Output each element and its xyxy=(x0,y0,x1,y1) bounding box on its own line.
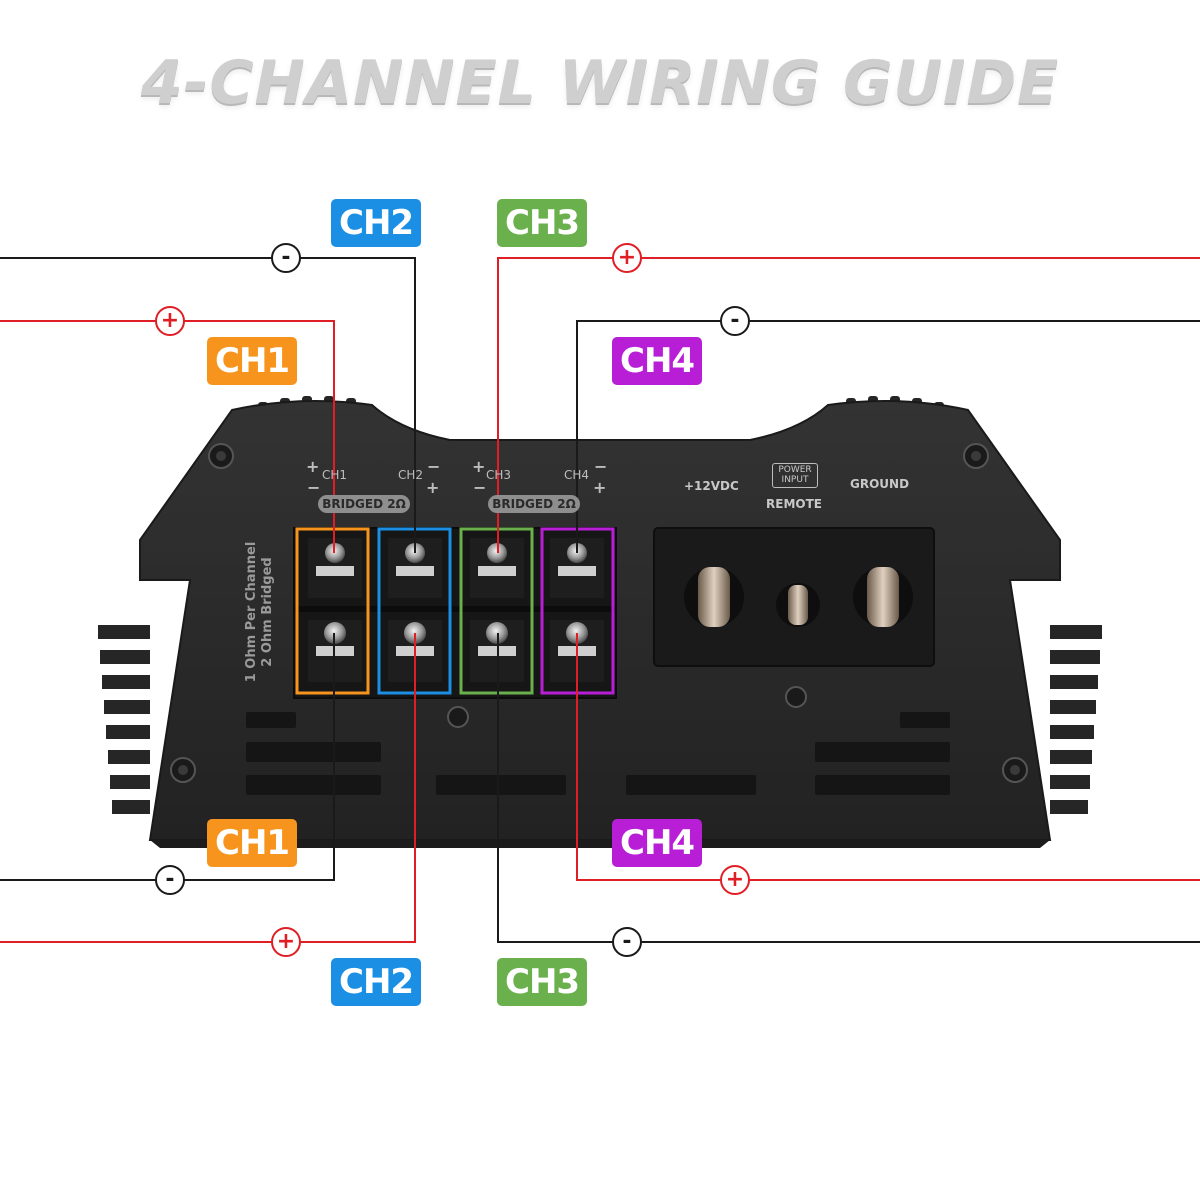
marker-ch1-positive: + xyxy=(155,306,185,336)
marker-ch2-negative: - xyxy=(271,243,301,273)
marker-ch4-positive: + xyxy=(720,865,750,895)
wire-ch3-positive xyxy=(497,257,1200,553)
page-title: 4-CHANNEL WIRING GUIDE xyxy=(140,48,1060,118)
ch1-terminal-highlight xyxy=(295,527,370,695)
impedance-note-line2: 2 Ohm Bridged xyxy=(260,557,275,667)
svg-text:−: − xyxy=(473,478,486,497)
wire-ch2-positive xyxy=(0,633,416,943)
badge-bottom-ch3: CH3 xyxy=(497,958,588,1006)
svg-text:−: − xyxy=(427,457,440,476)
svg-text:+: + xyxy=(472,457,485,476)
vent-slots xyxy=(246,712,950,795)
bridged-label-left: BRIDGED 2Ω xyxy=(318,495,410,513)
badge-bottom-ch1: CH1 xyxy=(207,819,298,867)
svg-text:+: + xyxy=(426,478,439,497)
terminal-label-ch3: CH3 xyxy=(486,468,512,482)
terminal-label-ch1: CH1 xyxy=(322,468,348,482)
badge-top-ch1: CH1 xyxy=(207,337,298,385)
wires xyxy=(0,257,1200,943)
ch3-terminal-highlight xyxy=(459,527,534,695)
svg-text:−: − xyxy=(594,457,607,476)
wire-ch4-negative xyxy=(576,320,1200,553)
badge-bottom-ch2: CH2 xyxy=(331,958,422,1006)
corner-screws xyxy=(170,443,1028,783)
power-input-label: POWER INPUT xyxy=(772,463,818,488)
svg-text:+: + xyxy=(593,478,606,497)
power-label-12vdc: +12VDC xyxy=(684,479,739,493)
marker-ch3-negative: - xyxy=(612,927,642,957)
marker-ch3-positive: + xyxy=(612,243,642,273)
power-terminal-block xyxy=(653,527,935,667)
bridged-label-right: BRIDGED 2Ω xyxy=(488,495,580,513)
marker-ch1-negative: - xyxy=(155,865,185,895)
marker-ch4-negative: - xyxy=(720,306,750,336)
svg-text:−: − xyxy=(307,478,320,497)
svg-text:+: + xyxy=(306,457,319,476)
heatsink-fins-left xyxy=(98,625,150,814)
marker-ch2-positive: + xyxy=(271,927,301,957)
impedance-note-line1: 1 Ohm Per Channel xyxy=(244,541,259,683)
terminal-label-ch2: CH2 xyxy=(398,468,424,482)
terminal-label-ch4: CH4 xyxy=(564,468,590,482)
wire-ch1-positive xyxy=(0,320,335,553)
wire-ch2-negative xyxy=(0,257,416,553)
badge-top-ch2: CH2 xyxy=(331,199,422,247)
terminal-polarity-marks: + − − + + − − + xyxy=(306,457,607,497)
badge-top-ch4: CH4 xyxy=(612,337,703,385)
badge-top-ch3: CH3 xyxy=(497,199,588,247)
heatsink-fins-right xyxy=(1050,625,1102,814)
badge-bottom-ch4: CH4 xyxy=(612,819,703,867)
wire-ch3-negative xyxy=(497,633,1200,943)
power-label-ground: GROUND xyxy=(850,477,910,491)
wire-ch4-positive xyxy=(576,633,1200,881)
impedance-note: 1 Ohm Per Channel 2 Ohm Bridged xyxy=(244,537,278,687)
power-label-remote: REMOTE xyxy=(766,497,822,511)
wire-ch1-negative xyxy=(0,633,335,881)
